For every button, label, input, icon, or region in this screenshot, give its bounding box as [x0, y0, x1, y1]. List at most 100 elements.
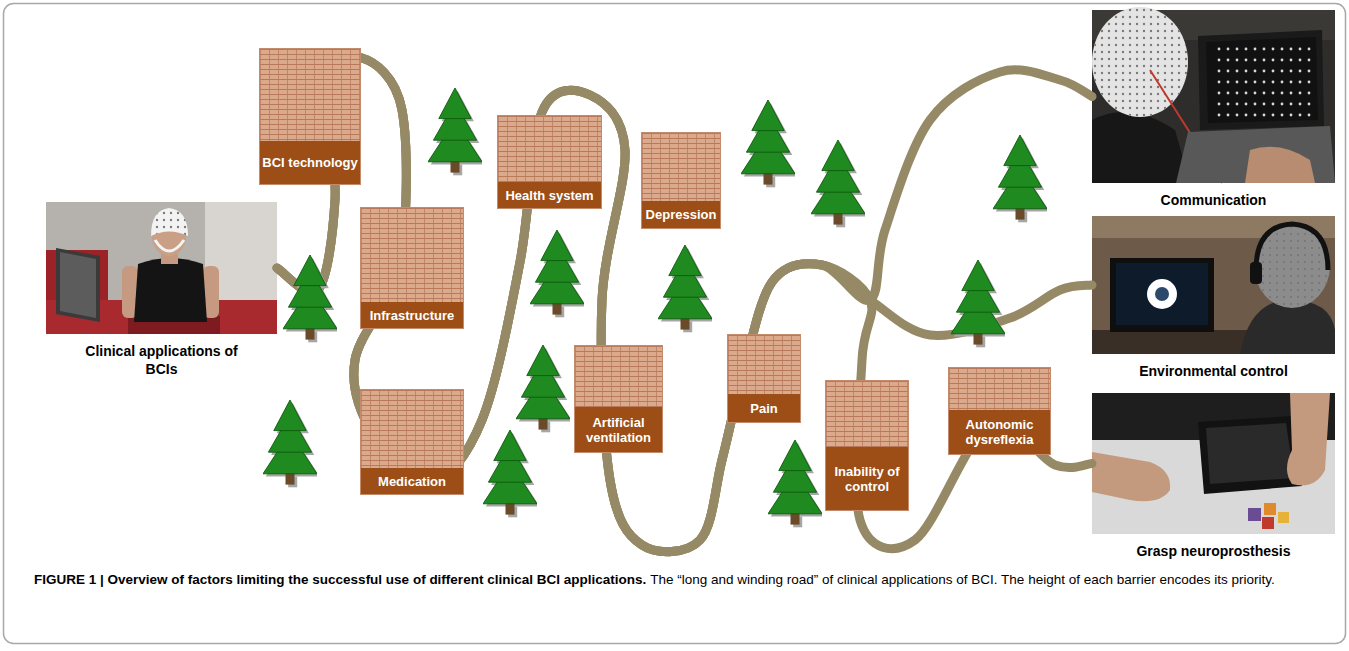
barrier-label-band: Infrastructure	[361, 302, 463, 328]
photo-panel: Clinical applications of BCIs	[46, 202, 277, 378]
barrier-block: Medication	[360, 389, 464, 495]
grasp-neuroprosthesis-photo-part	[1206, 423, 1294, 484]
photo-label: Clinical applications of BCIs	[77, 342, 247, 378]
barrier-label: Autonomic dysreflexia	[949, 417, 1050, 447]
tree-icon	[741, 100, 798, 187]
grasp-neuroprosthesis-photo-part	[1264, 503, 1276, 515]
grasp-neuroprosthesis-photo-part	[1278, 512, 1289, 523]
communication-photo-part	[1176, 126, 1335, 183]
communication-photo-part	[1092, 7, 1188, 117]
communication-photo	[1092, 7, 1335, 183]
barrier-label-band: Health system	[498, 182, 601, 208]
tree-icon	[516, 345, 573, 432]
barrier-label: BCI technology	[262, 155, 357, 170]
grasp-neuroprosthesis-photo	[1092, 393, 1335, 534]
barrier-label-band: Inability of control	[826, 447, 908, 510]
environmental-control-photo-part	[1116, 263, 1208, 325]
environmental-control-photo-part	[1256, 224, 1328, 270]
tree-icon	[811, 140, 868, 227]
tree-icon	[658, 245, 715, 332]
environmental-control-photo-part	[1110, 258, 1214, 332]
barrier-label-group: Infrastructure	[370, 308, 455, 323]
barrier-label-band: BCI technology	[260, 141, 360, 184]
grasp-neuroprosthesis-photo-part	[1262, 517, 1274, 529]
communication-photo-part	[1206, 37, 1318, 123]
user-photo-part	[56, 248, 100, 322]
environmental-control-photo-part	[1254, 224, 1330, 308]
figure-caption: FIGURE 1 | Overview of factors limiting …	[34, 570, 1324, 590]
barrier-block: Pain	[727, 334, 801, 423]
tree-icon	[283, 255, 340, 342]
photo-panel: Environmental control	[1092, 216, 1335, 380]
tree-icon	[993, 135, 1050, 222]
tree-icon	[530, 230, 587, 317]
photo-label: Environmental control	[1094, 362, 1334, 380]
barrier-label-band: Artificial ventilation	[575, 407, 662, 452]
grasp-neuroprosthesis-photo-part	[1287, 393, 1330, 485]
photo-panel: Grasp neuroprosthesis	[1092, 393, 1335, 560]
barrier-label-group: Medication	[378, 474, 446, 489]
environmental-control-photo-part	[1240, 300, 1335, 354]
environmental-control-photo	[1092, 216, 1335, 354]
photo-label: Grasp neuroprosthesis	[1094, 542, 1334, 560]
barrier-label: Inability of control	[826, 464, 908, 494]
photo-label: Communication	[1094, 191, 1334, 209]
barrier-block: Autonomic dysreflexia	[948, 367, 1051, 455]
winding-road	[277, 57, 1092, 551]
tree-icon	[951, 260, 1008, 347]
barrier-block: Infrastructure	[360, 207, 464, 329]
winding-road	[277, 57, 1092, 551]
communication-photo-part	[1092, 7, 1188, 117]
tree-icon	[263, 400, 320, 487]
user-photo-part	[155, 240, 184, 251]
frame-border	[4, 4, 1346, 644]
barrier-label: Artificial ventilation	[575, 415, 662, 445]
tree-icon	[428, 88, 485, 175]
barrier-label-group: Inability of control	[826, 464, 908, 494]
grasp-neuroprosthesis-photo-part	[1198, 416, 1302, 494]
barrier-label-group: Artificial ventilation	[575, 415, 662, 445]
user-photo-part	[134, 258, 207, 322]
barrier-label-group: Depression	[646, 207, 717, 222]
tree-icon	[768, 440, 825, 527]
barrier-label-band: Autonomic dysreflexia	[949, 410, 1050, 454]
user-photo-part	[151, 208, 188, 236]
communication-photo-part	[1212, 45, 1312, 117]
caption-text: The “long and winding road” of clinical …	[650, 572, 1275, 587]
grasp-neuroprosthesis-photo-part	[1092, 452, 1170, 501]
barrier-label-group: Pain	[750, 401, 777, 416]
barrier-label-band: Depression	[642, 201, 720, 228]
barrier-block: Artificial ventilation	[574, 345, 663, 453]
barrier-label-group: Autonomic dysreflexia	[949, 417, 1050, 447]
barrier-block: Depression	[641, 132, 721, 229]
barrier-label: Infrastructure	[370, 308, 455, 323]
environmental-control-photo-part	[1254, 224, 1330, 308]
communication-photo-part	[1198, 30, 1324, 130]
user-photo-part	[60, 252, 96, 318]
environmental-control-photo-part	[1147, 279, 1177, 309]
barrier-label-band: Pain	[728, 394, 800, 422]
barrier-label: Depression	[646, 207, 717, 222]
barrier-block: Health system	[497, 115, 602, 209]
environmental-control-photo-part	[1155, 287, 1169, 301]
user-photo-part	[151, 208, 188, 236]
tree-icon	[483, 430, 540, 517]
grasp-neuroprosthesis-photo-part	[1248, 508, 1261, 521]
user-photo	[46, 202, 277, 334]
barrier-label-band: Medication	[361, 468, 463, 494]
environmental-control-photo-part	[1250, 262, 1262, 284]
barrier-label: Medication	[378, 474, 446, 489]
barrier-label: Health system	[505, 188, 593, 203]
communication-photo-part	[1245, 147, 1315, 183]
figure-title: FIGURE 1 | Overview of factors limiting …	[34, 572, 646, 587]
barrier-label-group: Health system	[505, 188, 593, 203]
environmental-control-photo-part	[1092, 216, 1335, 354]
user-photo-part	[46, 202, 277, 334]
communication-photo-part	[1092, 112, 1190, 183]
barrier-block: BCI technology	[259, 48, 361, 185]
barrier-block: Inability of control	[825, 380, 909, 511]
barrier-label-group: BCI technology	[262, 155, 357, 170]
grasp-neuroprosthesis-photo-part	[1092, 393, 1335, 534]
